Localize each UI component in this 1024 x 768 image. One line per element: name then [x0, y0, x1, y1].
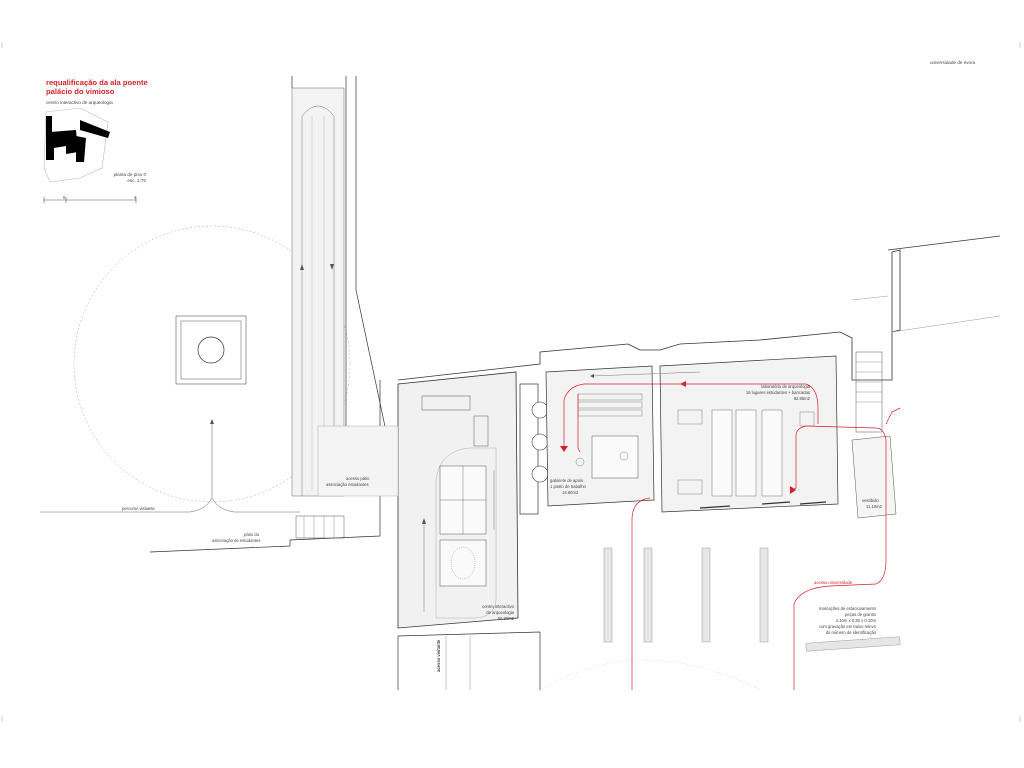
fountain-basin: [197, 336, 225, 364]
label-acesso-universidade: acesso universidade: [814, 580, 853, 585]
red-route-lab: [563, 383, 819, 450]
label-gabinete-2: 1 posto de trabalho: [550, 484, 586, 489]
scale-start: 0: [63, 195, 66, 200]
label-patio-1: pátio da: [244, 532, 259, 537]
label-vestibulo-1: vestíbulo: [862, 498, 879, 503]
patio-circle: [73, 225, 351, 503]
title-line-1: requalificação da ala poente: [46, 78, 148, 87]
label-gabinete-3: 14.60m2: [562, 490, 579, 495]
label-vestibulo-2: 11.10m2: [866, 504, 882, 509]
university-label: universidade de évora: [930, 60, 976, 65]
label-marcacoes-4: com gravação em baixo relevo: [818, 624, 876, 629]
fountain-inner: [180, 320, 242, 380]
red-route-university: [791, 425, 887, 690]
label-acesso-patio-1: acesso pátio: [346, 476, 370, 481]
fountain-outer: [175, 315, 247, 385]
plan-scale-label: esc. 1:75: [127, 178, 146, 183]
label-marcacoes-2: peças de granito: [845, 612, 876, 617]
label-centro-2: de arqueologia: [486, 610, 514, 615]
label-marcacoes-5: do número de identificação: [825, 630, 876, 635]
label-patio-2: associação de estudantes: [212, 538, 261, 543]
scale-end: 4: [134, 195, 137, 200]
parking-mark-2: [643, 547, 653, 643]
title-line-2: palácio do vimioso: [46, 87, 115, 96]
label-gabinete-1: gabinete de apoio: [550, 478, 584, 483]
parking-mark-1: [603, 547, 613, 643]
parking-mark-5: [805, 636, 901, 652]
label-marcacoes-3: 4.10m x 0.30 x 0.10m: [835, 618, 876, 623]
label-lab-3: 62.95m2: [793, 396, 810, 401]
label-acesso-visitante: acesso visitante: [436, 639, 441, 672]
label-lab-2: 16 lugares estudantes + bancadas: [745, 390, 810, 395]
label-centro-3: 50.30m2: [497, 616, 514, 621]
label-lab-1: laboratório de arqueologia: [761, 384, 810, 389]
plan-level-label: planta de piso 0: [113, 172, 146, 177]
display-pit: [439, 539, 487, 587]
scale-bar: [43, 197, 137, 203]
parking-mark-3: [701, 547, 711, 643]
label-marcacoes-1: marcações de estacionamento: [818, 606, 876, 611]
label-acesso-patio-2: associação estudantes: [326, 482, 369, 487]
label-percurso: percurso visitante: [122, 506, 155, 511]
key-plan-thumbnail: [43, 108, 110, 183]
parking-mark-4: [759, 547, 769, 643]
label-centro-1: centro interactivo: [482, 604, 514, 609]
subtitle: centro interactivo de arqueologia: [46, 100, 113, 105]
